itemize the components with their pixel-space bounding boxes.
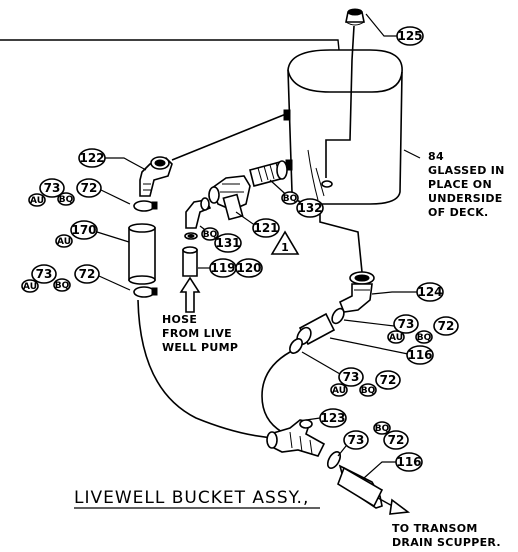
svg-text:TO TRANSOM: TO TRANSOM: [392, 522, 478, 535]
svg-text:72: 72: [380, 373, 397, 387]
svg-text:119: 119: [210, 261, 235, 275]
svg-text:73: 73: [36, 267, 53, 281]
svg-text:73: 73: [348, 433, 365, 447]
callout-132: BQ 132: [269, 179, 324, 218]
callout-116-upper: 116: [329, 337, 434, 365]
svg-text:BQ: BQ: [283, 194, 298, 204]
callout-122: 122: [78, 148, 147, 171]
valve-121: [208, 175, 251, 221]
svg-text:73: 73: [398, 317, 415, 331]
arrow-from-pump: [179, 276, 201, 313]
transom-note: TO TRANSOM DRAIN SCUPPER.: [392, 522, 501, 549]
hose-clamp-right-upper: [331, 307, 345, 325]
callout-124: 124: [371, 282, 444, 302]
svg-text:73: 73: [44, 181, 61, 195]
svg-text:UNDERSIDE: UNDERSIDE: [428, 192, 503, 205]
callout-123: 123: [305, 408, 347, 428]
svg-text:BQ: BQ: [375, 424, 390, 434]
hose-bucket-to-122: [171, 113, 287, 161]
svg-text:72: 72: [79, 267, 96, 281]
y-fitting-123: [266, 419, 326, 457]
elbow-fitting-122: [139, 156, 173, 197]
svg-text:AU: AU: [332, 386, 346, 396]
svg-text:1: 1: [281, 241, 289, 254]
svg-text:BQ: BQ: [361, 386, 376, 396]
svg-text:122: 122: [79, 151, 104, 165]
svg-text:124: 124: [417, 285, 442, 299]
svg-text:AU: AU: [389, 333, 403, 343]
bucket-note: 84 GLASSED IN PLACE ON UNDERSIDE OF DECK…: [403, 149, 505, 219]
svg-text:BQ: BQ: [203, 230, 218, 240]
svg-text:121: 121: [253, 221, 278, 235]
hose-right-to-123: [261, 351, 291, 433]
svg-text:AU: AU: [30, 196, 44, 206]
diagram-title: LIVEWELL BUCKET ASSY.,: [74, 488, 320, 509]
callout-121: 121: [235, 211, 280, 238]
callout-116-lower: 116: [363, 452, 423, 479]
hose-clamp-right-lower: [326, 451, 342, 469]
callout-73-72-upper-left: 73 AU BQ 72: [28, 178, 131, 207]
svg-text:120: 120: [236, 261, 261, 275]
svg-text:123: 123: [320, 411, 345, 425]
callout-73-72-lower-left: 73 AU BQ 72: [21, 264, 131, 293]
hose-119-120: [182, 246, 198, 277]
callout-73-72-right-mid: 73 AU BQ 72: [301, 351, 401, 397]
hose-left-to-123: [137, 299, 277, 439]
svg-text:BQ: BQ: [59, 195, 74, 205]
svg-text:131: 131: [215, 236, 240, 250]
svg-text:PLACE ON: PLACE ON: [428, 178, 492, 191]
hose-clamp-upper-left: [133, 200, 158, 212]
callout-131: BQ 131: [199, 225, 242, 253]
drain-line-bucket: [319, 204, 363, 273]
hose-clamp-right-mid: [289, 338, 303, 354]
livewell-bucket: [283, 49, 403, 205]
hose-170: [128, 223, 156, 285]
callout-73-72-right-lower: 73 BQ 72: [337, 421, 409, 457]
svg-text:GLASSED IN: GLASSED IN: [428, 164, 505, 177]
revision-triangle: 1: [270, 230, 300, 255]
svg-text:125: 125: [397, 29, 422, 43]
svg-text:WELL PUMP: WELL PUMP: [162, 341, 238, 354]
svg-text:72: 72: [388, 433, 405, 447]
callout-125: 125: [365, 13, 424, 46]
svg-text:84: 84: [428, 150, 444, 163]
arrow-to-transom: [377, 497, 411, 515]
thru-hull-fitting-132: [249, 160, 288, 187]
svg-text:170: 170: [71, 223, 96, 237]
svg-text:116: 116: [407, 348, 432, 362]
hose-116-lower: [337, 464, 384, 509]
callout-73-72-right-upper: 73 AU BQ 72: [343, 314, 459, 344]
hose-clamp-lower-left: [133, 286, 158, 298]
svg-text:AU: AU: [23, 282, 37, 292]
svg-text:BQ: BQ: [55, 281, 70, 291]
svg-text:HOSE: HOSE: [162, 313, 197, 326]
svg-text:FROM LIVE: FROM LIVE: [162, 327, 232, 340]
svg-text:DRAIN SCUPPER.: DRAIN SCUPPER.: [392, 536, 501, 549]
svg-text:72: 72: [81, 181, 98, 195]
callout-170: 170 AU: [55, 220, 130, 248]
hose-note: HOSE FROM LIVE WELL PUMP: [162, 313, 238, 354]
overflow-plug: [325, 8, 365, 178]
hose-116-upper: [296, 312, 336, 346]
svg-text:BQ: BQ: [417, 333, 432, 343]
svg-text:LIVEWELL BUCKET ASSY.,: LIVEWELL BUCKET ASSY.,: [74, 488, 309, 508]
elbow-fitting-124: [338, 271, 375, 313]
svg-text:73: 73: [343, 370, 360, 384]
svg-text:132: 132: [297, 201, 322, 215]
svg-text:72: 72: [438, 319, 455, 333]
callout-119-120: 119 120: [198, 258, 263, 278]
svg-text:OF DECK.: OF DECK.: [428, 206, 489, 219]
svg-text:116: 116: [396, 455, 421, 469]
svg-text:AU: AU: [57, 237, 71, 247]
elbow-fitting-131: [184, 197, 212, 240]
